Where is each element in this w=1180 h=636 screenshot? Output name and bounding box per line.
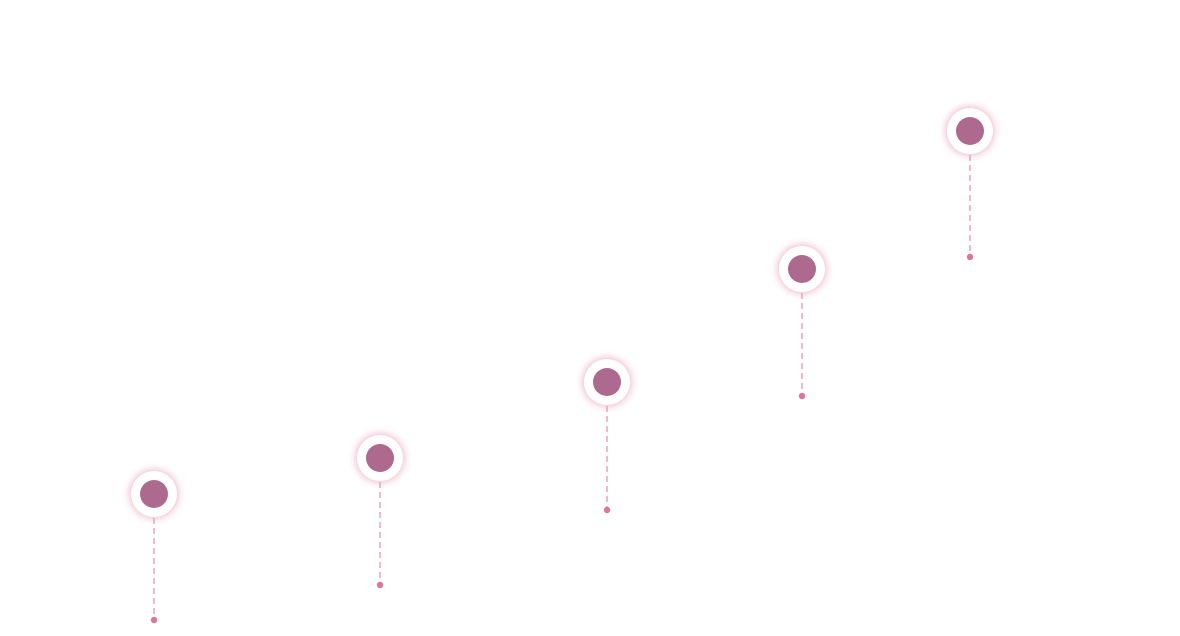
timeline-marker-3 xyxy=(583,358,631,514)
timeline-pin-icon xyxy=(593,368,621,396)
timeline-marker-2 xyxy=(356,434,404,589)
timeline-pin-icon xyxy=(140,480,168,508)
anchor-dot-icon xyxy=(603,506,611,514)
anchor-dot-icon xyxy=(150,616,158,624)
anchor-dot-icon xyxy=(798,392,806,400)
timeline-pin-icon xyxy=(956,117,984,145)
anchor-dot-icon xyxy=(376,581,384,589)
timeline-marker-4 xyxy=(778,245,826,400)
timeline-pin-icon xyxy=(788,255,816,283)
timeline-pin-icon xyxy=(366,444,394,472)
anchor-dot-icon xyxy=(966,253,974,261)
timeline-marker-5 xyxy=(946,107,994,261)
timeline-marker-1 xyxy=(130,470,178,624)
